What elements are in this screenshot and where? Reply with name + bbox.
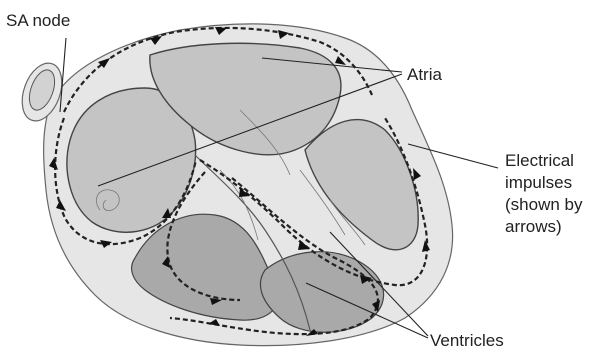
label-electrical-line4: arrows) <box>505 217 562 236</box>
label-sa-node: SA node <box>6 11 70 30</box>
label-electrical-line3: (shown by <box>505 195 583 214</box>
label-ventricles: Ventricles <box>430 331 504 350</box>
label-electrical-line2: impulses <box>505 173 572 192</box>
label-atria: Atria <box>407 65 443 84</box>
label-electrical-line1: Electrical <box>505 151 574 170</box>
